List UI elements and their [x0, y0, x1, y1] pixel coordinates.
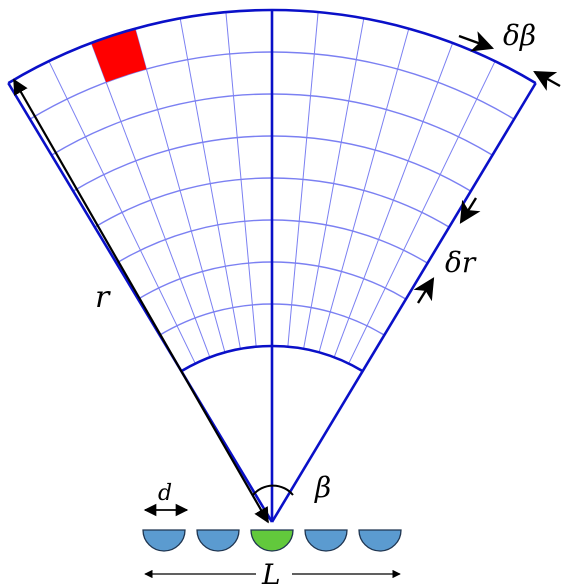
sector-right-edge [270, 82, 537, 523]
delta-r-label: δr [445, 246, 477, 279]
r-arrow [13, 78, 269, 524]
highlighted-cell-layer [91, 28, 147, 83]
transducer-array [142, 529, 402, 552]
highlighted-cell [91, 28, 147, 83]
sector-outer-arc [7, 8, 537, 85]
transducer-element [142, 529, 186, 552]
d-label: d [158, 481, 172, 506]
delta-beta-label: δβ [503, 19, 536, 52]
L-label-background [256, 562, 292, 586]
beta-label: β [314, 471, 331, 504]
beta-angle-arc [252, 484, 294, 496]
delta-r-arrow-top [459, 197, 481, 224]
r-label: r [95, 280, 111, 315]
delta-beta-arrow-right [533, 70, 561, 91]
transducer-element [196, 529, 240, 552]
active-transducer-element [250, 529, 294, 552]
L-label: L [261, 558, 281, 586]
transducer-element [358, 529, 402, 552]
transducer-element [304, 529, 348, 552]
delta-r-arrow-bottom [413, 277, 435, 304]
delta-beta-arrow-left [458, 31, 495, 52]
